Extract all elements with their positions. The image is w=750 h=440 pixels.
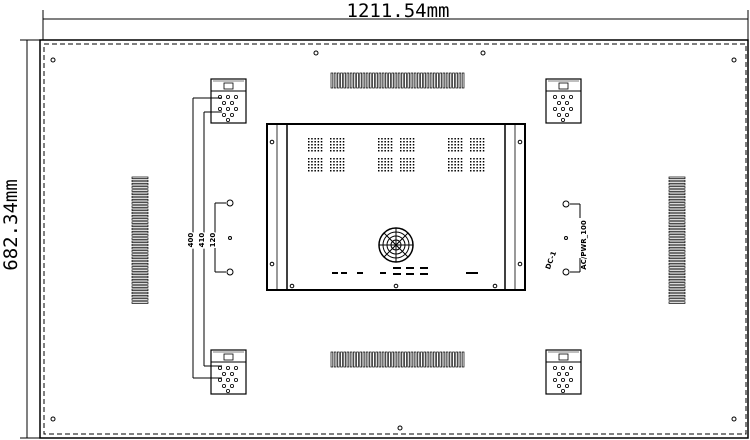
fan-icon xyxy=(378,227,414,263)
vent-bottom xyxy=(330,351,465,368)
vent-left xyxy=(131,176,149,304)
right-connector-callouts xyxy=(562,200,581,276)
width-dimension xyxy=(42,10,749,40)
mount-bracket-bottom-left xyxy=(210,349,247,395)
vent-right xyxy=(668,176,686,304)
panel-outer-border xyxy=(39,39,749,439)
connector-ports xyxy=(332,267,478,275)
vent-top xyxy=(330,72,465,89)
left-mount-dimensions xyxy=(192,97,234,379)
mount-bracket-bottom-right xyxy=(545,349,582,395)
panel-inner-dashed-border xyxy=(43,43,747,435)
mount-bracket-top-left xyxy=(210,78,247,124)
electronics-housing xyxy=(266,123,526,291)
mount-label-outer: 400 xyxy=(187,233,195,248)
width-dimension-label: 1211.54mm xyxy=(347,0,450,22)
height-dimension xyxy=(20,39,43,439)
housing-vent-dot-grids xyxy=(308,138,485,172)
mount-label-middle: 410 xyxy=(198,233,206,248)
frame-screws xyxy=(50,50,737,431)
mount-bracket-top-right xyxy=(545,78,582,124)
height-dimension-label: 682.34mm xyxy=(0,179,22,271)
connector-label-primary: AC/PWR_100 xyxy=(580,220,588,270)
connector-label-secondary: DC-1 xyxy=(544,250,558,271)
mount-label-inner: 120 xyxy=(209,233,217,248)
